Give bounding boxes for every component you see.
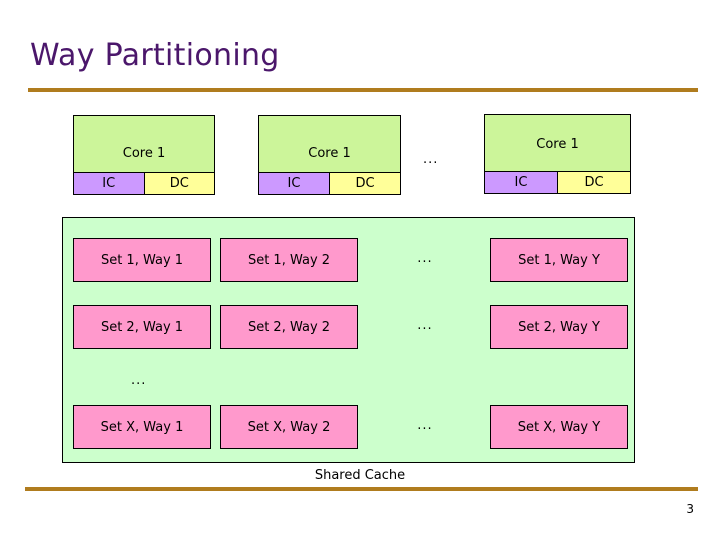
shared-cache-container: Set 1, Way 1 Set 1, Way 2 ... Set 1, Way…: [62, 217, 635, 463]
core-block-1-label: Core 1: [122, 146, 166, 161]
core-block-3-label: Core 1: [536, 137, 579, 152]
page-title: Way Partitioning: [30, 38, 280, 73]
cores-ellipsis: ...: [423, 152, 439, 167]
way-cell-setX-wayY: Set X, Way Y: [490, 405, 628, 449]
core-block-1-dc-cell: DC: [144, 173, 214, 194]
core-block-2-dc-cell: DC: [330, 173, 400, 194]
core-block-1: Core 1 IC DC: [73, 115, 215, 195]
core-block-3-ic-cell: IC: [485, 172, 558, 193]
way-row2-ellipsis: ...: [417, 318, 433, 333]
core-block-2-label: Core 1: [308, 146, 351, 161]
title-divider-rule: [28, 88, 698, 92]
core-block-3-dc-cell: DC: [558, 172, 630, 193]
core-block-1-ic-cell: IC: [74, 173, 145, 194]
way-cell-set2-way2: Set 2, Way 2: [220, 305, 358, 349]
core-block-1-cache-row: IC DC: [74, 172, 214, 194]
core-block-2-ic-cell: IC: [259, 173, 330, 194]
way-row1-ellipsis: ...: [417, 251, 433, 266]
way-cell-set1-wayY: Set 1, Way Y: [490, 238, 628, 282]
way-cell-set1-way2: Set 1, Way 2: [220, 238, 358, 282]
way-cell-set2-way1: Set 2, Way 1: [73, 305, 211, 349]
way-rows-vertical-ellipsis: ...: [131, 373, 147, 388]
footer-divider-rule: [25, 487, 698, 491]
core-block-2-cache-row: IC DC: [259, 172, 400, 194]
way-cell-setX-way1: Set X, Way 1: [73, 405, 211, 449]
page-number: 3: [686, 502, 694, 516]
way-cell-set1-way1: Set 1, Way 1: [73, 238, 211, 282]
core-block-3: Core 1 IC DC: [484, 114, 631, 194]
core-block-2: Core 1 IC DC: [258, 115, 401, 195]
shared-cache-caption: Shared Cache: [314, 468, 406, 483]
way-cell-set2-wayY: Set 2, Way Y: [490, 305, 628, 349]
way-rowX-ellipsis: ...: [417, 418, 433, 433]
core-block-3-cache-row: IC DC: [485, 171, 630, 193]
way-cell-setX-way2: Set X, Way 2: [220, 405, 358, 449]
